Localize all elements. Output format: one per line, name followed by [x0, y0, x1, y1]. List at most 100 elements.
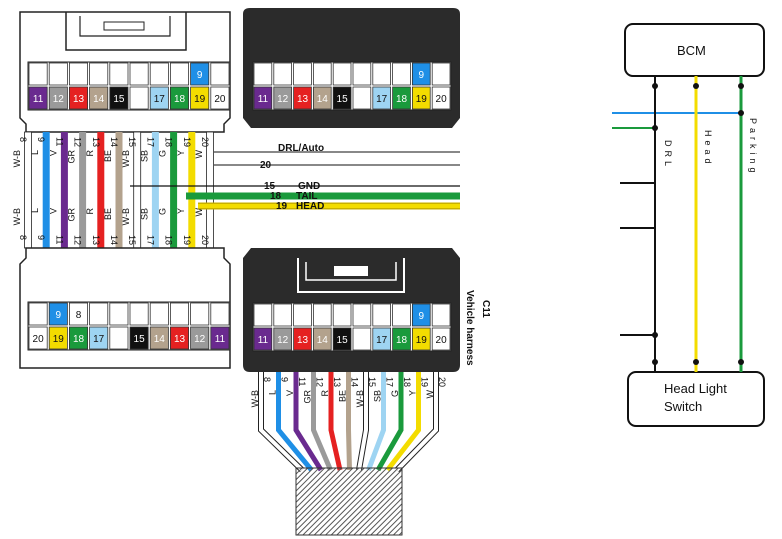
- pin-cell: [253, 86, 273, 110]
- wire-number-bottom: 20: [200, 235, 210, 245]
- pin-cell: [372, 303, 391, 327]
- harness-wire-code: BE: [338, 390, 348, 402]
- pin-cell: [129, 302, 149, 326]
- pin-cell: [273, 327, 292, 351]
- pin-cell: [190, 302, 210, 326]
- pin-cell: [392, 327, 411, 351]
- pin-cell: [89, 302, 109, 326]
- pin-cell: [210, 86, 230, 110]
- pin-number: 14: [154, 334, 166, 345]
- pin-cell: [431, 62, 451, 86]
- harness-wire-core: [395, 372, 438, 472]
- c11-code: C11: [480, 300, 491, 318]
- wire-number-top: 14: [109, 137, 119, 147]
- pin-cell: [190, 62, 210, 86]
- harness-wire-number: 15: [367, 377, 377, 387]
- schematic: BCM Head Light Switch DRL Head Parking: [612, 23, 765, 427]
- wire-number-bottom: 13: [91, 235, 101, 245]
- pin-cell: [273, 86, 292, 110]
- pin-cell: [253, 303, 273, 327]
- pin-cell: [372, 327, 391, 351]
- pin-15-label: 15: [264, 181, 276, 192]
- wire-code-top: L: [30, 150, 40, 155]
- bundle-wire: [60, 132, 68, 248]
- pin-cell: [431, 86, 451, 110]
- wire-code-bottom: V: [48, 208, 58, 214]
- pin-number: 20: [33, 334, 45, 345]
- wire-number-bottom: 8: [18, 235, 28, 240]
- wire-code-bottom: Y: [176, 208, 186, 214]
- wire-number-top: 20: [200, 137, 210, 147]
- pin-number: 15: [337, 335, 349, 346]
- harness-sleeve: [295, 467, 403, 536]
- pin-cell: [109, 62, 129, 86]
- wire-number-bottom: 14: [109, 235, 119, 245]
- pin-cell: [149, 326, 169, 350]
- pin-cell: [48, 302, 68, 326]
- bundle-wire: [115, 132, 123, 248]
- wire-number-top: 19: [182, 137, 192, 147]
- harness-wire-code: SB: [373, 390, 383, 402]
- pin-number: 19: [416, 94, 428, 105]
- wire-number-top: 12: [73, 137, 83, 147]
- harness-wire-number: 20: [437, 377, 447, 387]
- pin-number: 18: [396, 94, 408, 105]
- pin-cell: [69, 326, 89, 350]
- pin-cell: [273, 62, 292, 86]
- pin-cell: [129, 62, 149, 86]
- pin-cell: [352, 327, 372, 351]
- pin-cell: [48, 86, 68, 110]
- pin-number: 12: [53, 94, 65, 105]
- pin-cell: [210, 62, 230, 86]
- wire-number-bottom: 17: [145, 235, 155, 245]
- pin-cell: [411, 62, 431, 86]
- pin-cell: [149, 86, 169, 110]
- parking-wire-label: Parking: [748, 118, 758, 177]
- wire-bundle-vertical: 88W-BW-B99LL1111VV1212GRGR1313RR1414BEBE…: [12, 131, 214, 249]
- pin-number: 20: [436, 335, 448, 346]
- pin-number: 17: [376, 335, 388, 346]
- harness-wire-number: 13: [332, 377, 342, 387]
- pin-cell: [169, 326, 189, 350]
- pin-cell: [273, 303, 292, 327]
- wire-number-bottom: 15: [127, 235, 137, 245]
- pin-cell: [431, 303, 451, 327]
- pin-cell: [169, 62, 189, 86]
- wire-code-top: SB: [139, 150, 149, 162]
- pin-cell: [372, 62, 391, 86]
- pin-cell: [352, 303, 372, 327]
- pin-cell: [210, 326, 230, 350]
- pin-number: 11: [33, 94, 44, 105]
- pin-cell: [392, 62, 411, 86]
- pin-number: 18: [73, 334, 85, 345]
- wire-number-top: 17: [145, 137, 155, 147]
- pin-cell: [312, 62, 332, 86]
- wire-code-top: W-B: [12, 150, 22, 167]
- harness-wire-number: 8: [262, 377, 272, 382]
- wire-code-bottom: W: [194, 208, 204, 217]
- pin-cell: [129, 326, 149, 350]
- pin-cell: [253, 62, 273, 86]
- pin-cell: [253, 327, 273, 351]
- wire-code-bottom: L: [30, 208, 40, 213]
- pin-cell: [109, 326, 129, 350]
- pin-cell: [293, 303, 312, 327]
- harness-wire-code: V: [285, 390, 295, 396]
- pin-number: 9: [419, 70, 425, 81]
- pin-number: 13: [174, 334, 186, 345]
- pin-cell: [312, 86, 332, 110]
- pin-number: 11: [258, 335, 269, 346]
- pin-cell: [392, 86, 411, 110]
- harness-wire-number: 11: [297, 377, 307, 386]
- pin-number: 15: [134, 334, 146, 345]
- switch-label-line2: Switch: [664, 399, 702, 414]
- harness-wire: [385, 372, 421, 472]
- wire-number-bottom: 18: [164, 235, 174, 245]
- wire-code-top: W-B: [121, 150, 131, 167]
- pin-number: 15: [337, 94, 349, 105]
- harness-wire: [276, 372, 314, 472]
- pin-cell: [411, 86, 431, 110]
- harness-wire: [293, 372, 324, 472]
